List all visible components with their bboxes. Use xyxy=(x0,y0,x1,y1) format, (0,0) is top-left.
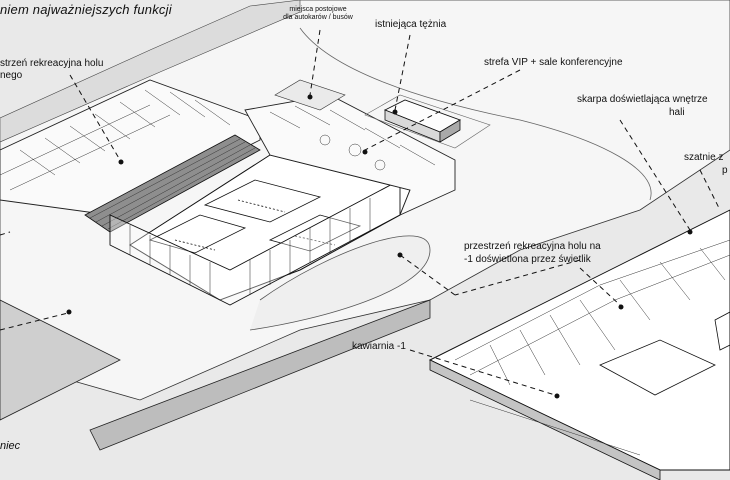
curved-path-lower xyxy=(249,235,431,331)
left-wing xyxy=(0,79,261,216)
teznia-side xyxy=(439,119,461,143)
lower-level-courts xyxy=(599,311,730,396)
diagram-title: niem najważniejszych funkcji xyxy=(0,2,172,17)
label-szatnie: szatnie z xyxy=(684,152,724,163)
leader-lines xyxy=(0,29,721,399)
main-courts xyxy=(148,179,362,254)
curved-path xyxy=(299,27,652,201)
label-rekreacyjna-top-line2: nego xyxy=(0,70,23,81)
grandstand-rows xyxy=(89,138,256,230)
label-parking-text: miejsca postojowe dla autokarów / busów xyxy=(283,6,353,21)
label-vip: strefa VIP + sale konferencyjne xyxy=(484,57,623,68)
label-rekreacyjna-top: strzeń rekreacyjna holu xyxy=(0,58,104,69)
label-skarpa-line2: hali xyxy=(669,107,685,118)
label-kawiarnia: kawiarnia -1 xyxy=(352,341,406,352)
road-band xyxy=(0,0,301,143)
site-edge xyxy=(89,299,431,451)
right-wing-rooms xyxy=(269,105,436,171)
label-rekreacyjna-lower: przestrzeń rekreacyjna holu na xyxy=(464,241,601,252)
grandstand xyxy=(84,134,261,233)
label-teznia: istniejąca tężnia xyxy=(375,19,447,30)
lower-level-edge xyxy=(429,359,661,480)
label-parking: miejsca postojowe dla autokarów / busów xyxy=(283,6,353,22)
label-rekreacyjna-lower-line2: -1 doświetlona przez świetlik xyxy=(464,254,591,265)
label-bottom-left: niec xyxy=(0,440,21,452)
right-wing xyxy=(244,94,456,216)
facade-mullions xyxy=(129,198,371,295)
lower-level-rooms xyxy=(454,239,730,456)
teznia-pad xyxy=(364,94,491,149)
label-skarpa: skarpa doświetlająca wnętrze xyxy=(577,94,708,105)
label-szatnie-line2: p xyxy=(722,165,728,176)
left-wing-rooms xyxy=(0,89,231,191)
main-slab-edge xyxy=(0,299,121,421)
